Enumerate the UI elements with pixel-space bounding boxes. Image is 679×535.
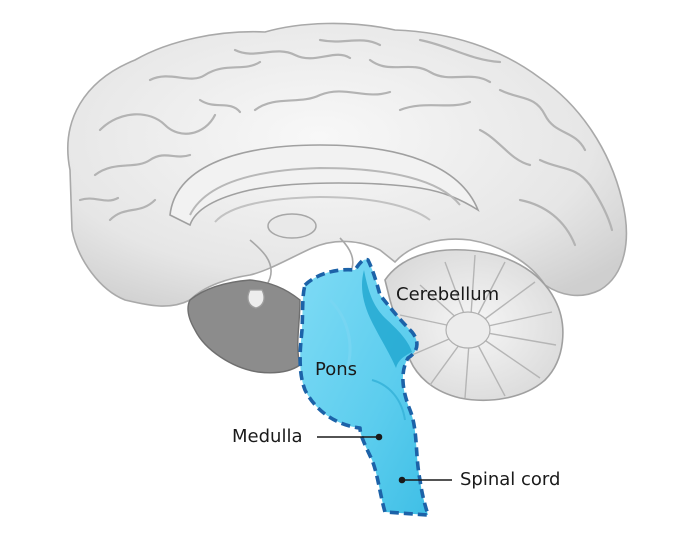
brainstem-shape (298, 257, 430, 517)
pons-label: Pons (315, 359, 358, 380)
cerebrum (67, 22, 628, 307)
thalamus (267, 213, 317, 239)
cerebellum-label: Cerebellum (396, 284, 500, 305)
brainstem-inner (362, 270, 412, 368)
sulci (78, 38, 614, 247)
cerebellum (384, 248, 564, 401)
leader-lines (317, 433, 452, 484)
medulla-label: Medulla (232, 426, 303, 447)
corpus-callosum (169, 144, 480, 227)
medulla-pointer-dot (375, 433, 383, 441)
pituitary (247, 289, 265, 309)
brainstem (298, 257, 430, 517)
spinal-cord-pointer-dot (398, 476, 406, 484)
spinal-cord-label: Spinal cord (460, 469, 561, 490)
temporal-region (187, 279, 301, 374)
